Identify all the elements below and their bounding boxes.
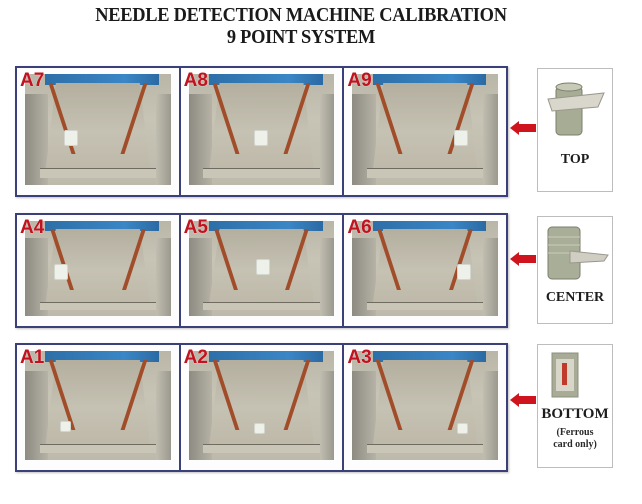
card-center: CENTER	[537, 216, 613, 324]
position-label: A3	[347, 347, 372, 368]
arrow-left-icon	[510, 393, 536, 407]
conveyor-photo	[25, 221, 171, 316]
test-sample-icon	[255, 259, 270, 275]
test-sample-icon	[457, 422, 469, 434]
conveyor-photo	[25, 351, 171, 460]
position-label: A7	[20, 70, 45, 91]
cell-a3: A3	[344, 345, 507, 470]
position-label: A5	[183, 217, 208, 238]
top-test-piece-icon	[547, 82, 605, 136]
conveyor-photo	[188, 221, 335, 316]
diagram-title: NEEDLE DETECTION MACHINE CALIBRATION 9 P…	[0, 4, 642, 48]
test-sample-icon	[254, 129, 269, 146]
card-top: TOP	[537, 68, 613, 192]
row-bottom: A1 A2 A3	[15, 343, 508, 472]
title-line-1: NEEDLE DETECTION MACHINE CALIBRATION	[95, 4, 507, 26]
row-center: A4 A5 A6	[15, 213, 508, 328]
row-top: A7 A8 A9	[15, 66, 508, 197]
conveyor-photo	[352, 74, 499, 185]
arrow-left-icon	[510, 121, 536, 135]
position-label: A4	[20, 217, 45, 238]
title-line-2: 9 POINT SYSTEM	[226, 26, 376, 48]
cell-a2: A2	[180, 345, 345, 470]
test-sample-icon	[454, 129, 469, 146]
conveyor-photo	[188, 74, 335, 185]
cell-a9: A9	[344, 68, 507, 195]
cell-a5: A5	[180, 215, 345, 326]
position-label: A6	[347, 217, 372, 238]
position-label: A2	[183, 347, 208, 368]
cell-a7: A7	[17, 68, 181, 195]
test-sample-icon	[59, 420, 71, 432]
card-note-line-2: card only)	[553, 439, 597, 450]
arrow-left-icon	[510, 252, 536, 266]
cell-a4: A4	[17, 215, 181, 326]
cell-a8: A8	[180, 68, 345, 195]
cell-a6: A6	[344, 215, 507, 326]
test-sample-icon	[254, 422, 266, 434]
position-label: A9	[347, 70, 372, 91]
test-sample-icon	[54, 263, 69, 280]
test-sample-icon	[457, 263, 472, 280]
card-note-line-1: (Ferrous	[556, 427, 594, 438]
card-caption: TOP	[560, 152, 590, 167]
conveyor-photo	[352, 221, 499, 316]
position-label: A8	[183, 70, 208, 91]
ferrous-card-icon	[551, 352, 579, 398]
cell-a1: A1	[17, 345, 181, 470]
center-test-piece-icon	[547, 226, 609, 280]
conveyor-photo	[188, 351, 335, 460]
card-bottom: BOTTOM (Ferrous card only)	[537, 344, 613, 468]
test-sample-icon	[64, 129, 79, 146]
conveyor-photo	[25, 74, 171, 185]
position-label: A1	[20, 347, 45, 368]
conveyor-photo	[352, 351, 499, 460]
card-caption: CENTER	[545, 290, 605, 305]
card-caption: BOTTOM	[541, 406, 609, 422]
